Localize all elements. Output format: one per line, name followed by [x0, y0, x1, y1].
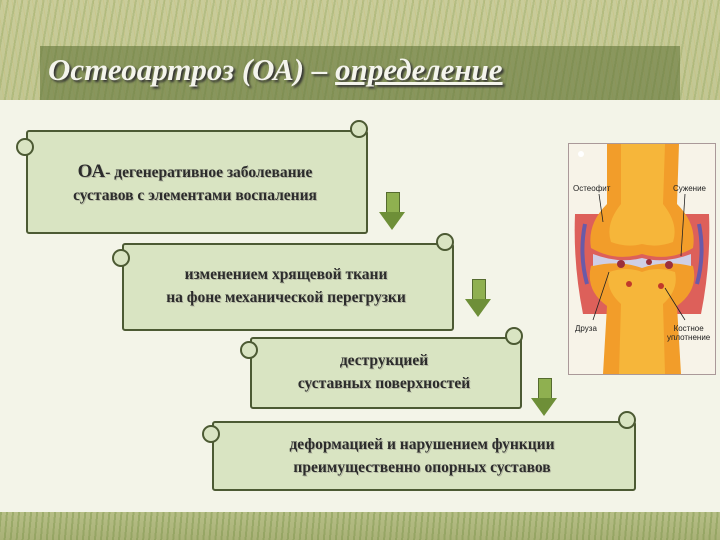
scroll-curl	[112, 249, 130, 267]
definition-scroll-3	[250, 337, 522, 409]
scroll-curl	[505, 327, 523, 345]
definition-line: деформацией и нарушением функции	[289, 436, 555, 453]
down-arrow-icon	[379, 192, 405, 232]
label-osteophyte: Остеофит	[573, 184, 611, 193]
definition-text-1: ОА- дегенеративное заболевание суставов …	[26, 160, 364, 207]
label-line: Костное	[673, 324, 704, 333]
scroll-curl	[618, 411, 636, 429]
scroll-curl	[240, 341, 258, 359]
scroll-curl	[16, 138, 34, 156]
definition-line: - дегенеративное заболевание	[105, 164, 313, 181]
label-bone-sclerosis: Костное уплотнение	[667, 324, 710, 342]
title-emphasis: определение	[335, 52, 503, 87]
definition-text-2: изменением хрящевой ткани на фоне механи…	[122, 263, 450, 309]
scroll-curl	[436, 233, 454, 251]
down-arrow-icon	[465, 279, 491, 319]
definition-line: преимущественно опорных суставов	[293, 459, 551, 476]
title-bar	[40, 46, 680, 100]
definition-scroll-2	[122, 243, 454, 331]
scroll-curl	[202, 425, 220, 443]
grass-footer	[0, 512, 720, 540]
definition-scroll-4	[212, 421, 636, 491]
joint-illustration: Остеофит Сужение Друза Костное уплотнени…	[568, 143, 716, 375]
definition-scroll-1	[26, 130, 368, 234]
title-text: Остеоартроз (ОА) –	[48, 52, 336, 87]
definition-lead: ОА	[77, 161, 106, 182]
definition-text-4: деформацией и нарушением функции преимущ…	[212, 433, 632, 479]
definition-text-3: деструкцией суставных поверхностей	[250, 349, 518, 395]
definition-line: деструкцией	[339, 352, 429, 369]
label-line: уплотнение	[667, 333, 711, 342]
label-narrowing: Сужение	[673, 184, 707, 193]
definition-line: суставных поверхностей	[297, 375, 471, 392]
knee-joint-diagram	[569, 144, 715, 374]
definition-line: на фоне механической перегрузки	[166, 289, 406, 306]
definition-line: суставов с элементами воспаления	[73, 187, 317, 204]
definition-line: изменением хрящевой ткани	[184, 266, 388, 283]
label-druse: Друза	[575, 324, 597, 333]
scroll-curl	[350, 120, 368, 138]
down-arrow-icon	[531, 378, 557, 418]
slide-title: Остеоартроз (ОА) – определение	[48, 52, 503, 88]
